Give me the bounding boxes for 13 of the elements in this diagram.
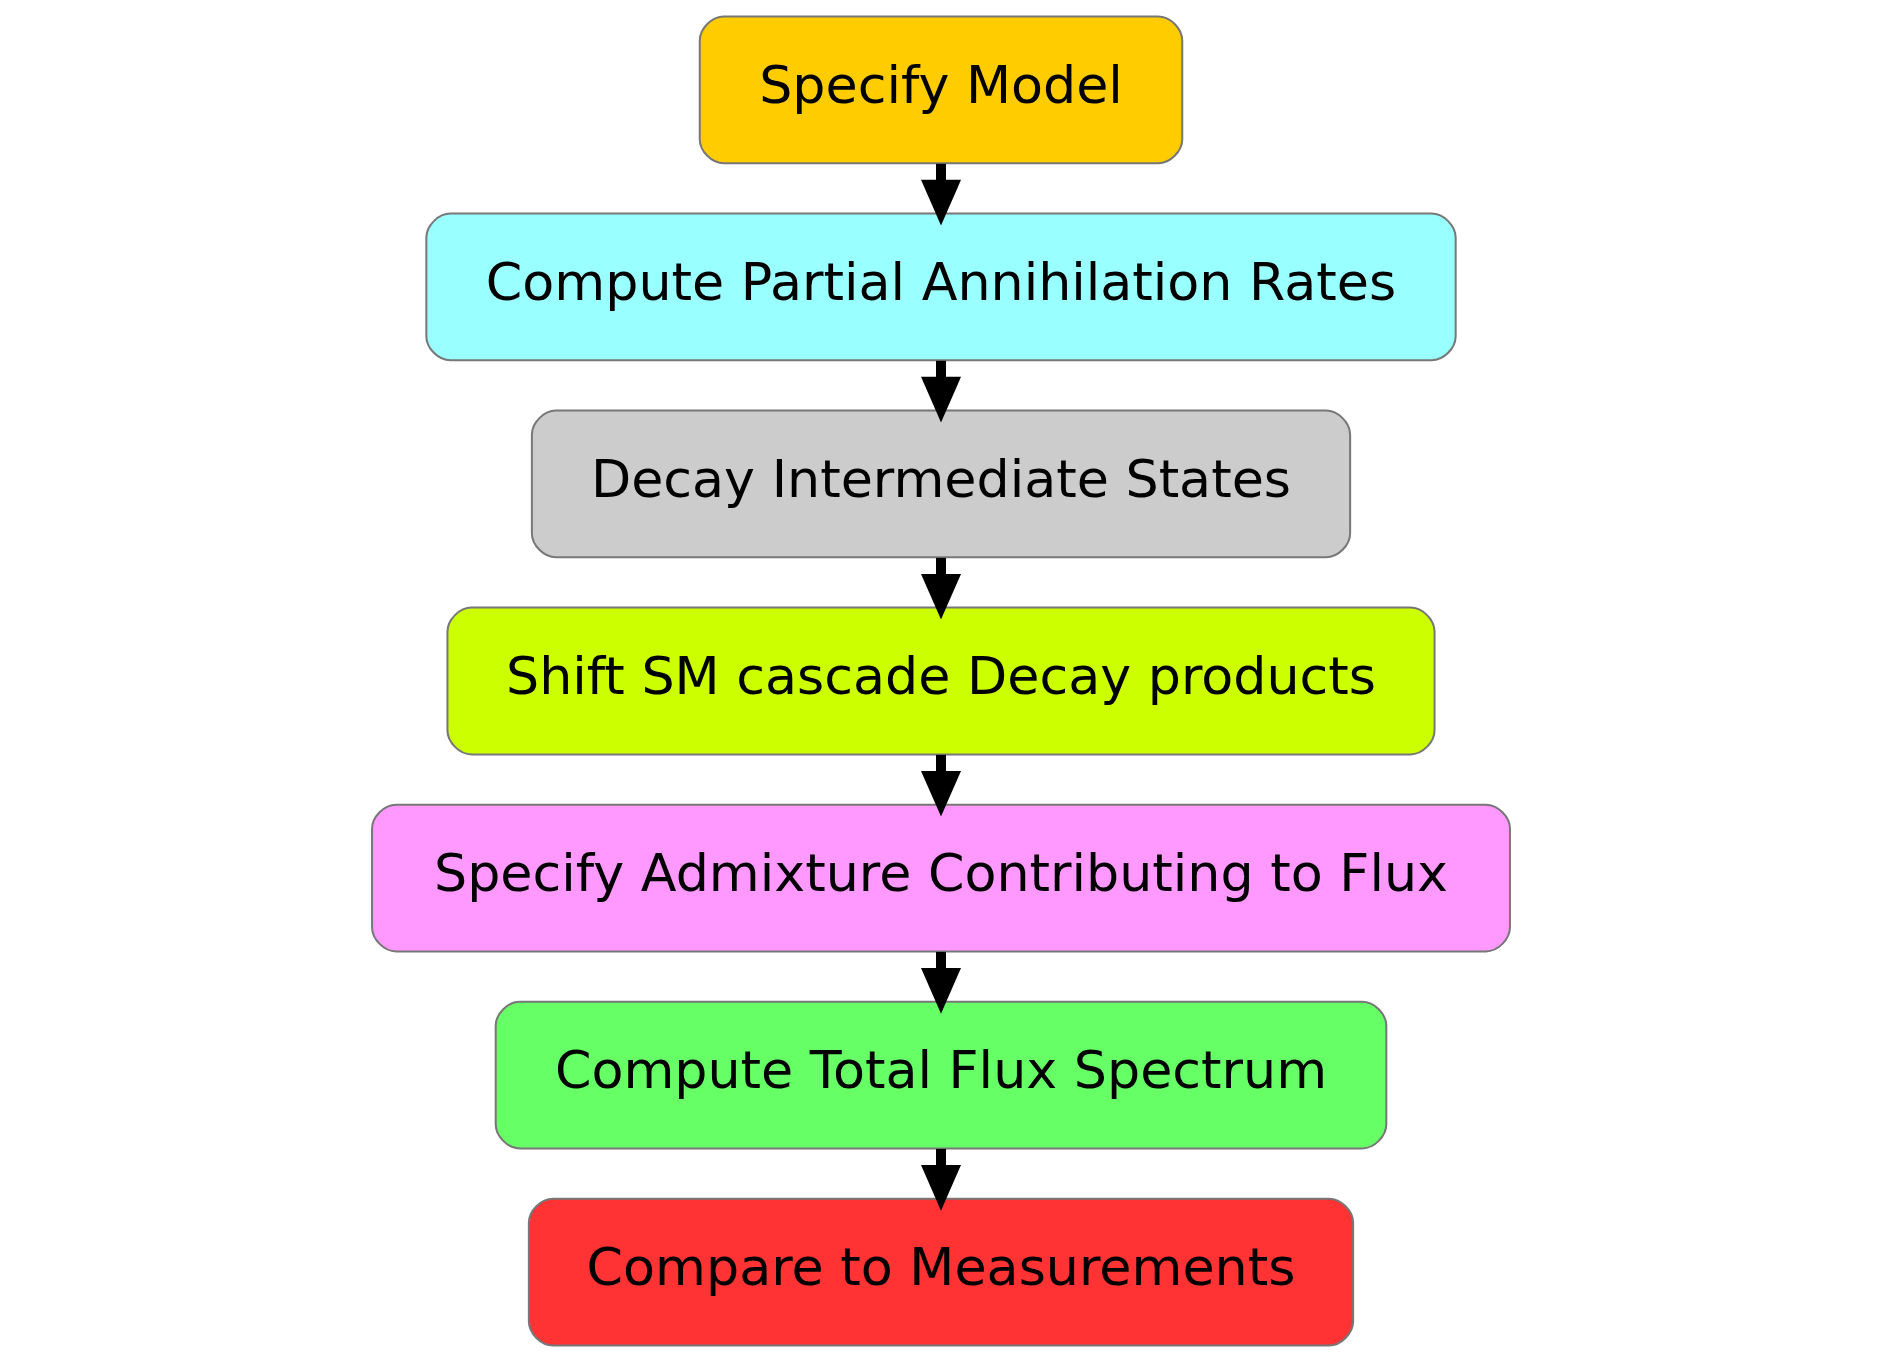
node-box: Shift SM cascade Decay products	[446, 606, 1436, 756]
node-box: Decay Intermediate States	[530, 409, 1352, 559]
arrow	[921, 163, 961, 226]
arrow	[921, 1148, 961, 1211]
node-box: Specify Model	[698, 15, 1184, 165]
arrow	[921, 951, 961, 1014]
arrow	[921, 360, 961, 423]
arrow	[921, 754, 961, 817]
node-box: Compute Partial Annihilation Rates	[425, 212, 1457, 362]
node-box: Compute Total Flux Spectrum	[494, 1000, 1388, 1150]
node-box: Specify Admixture Contributing to Flux	[371, 803, 1511, 953]
node-box: Compare to Measurements	[527, 1197, 1355, 1347]
arrow	[921, 557, 961, 620]
